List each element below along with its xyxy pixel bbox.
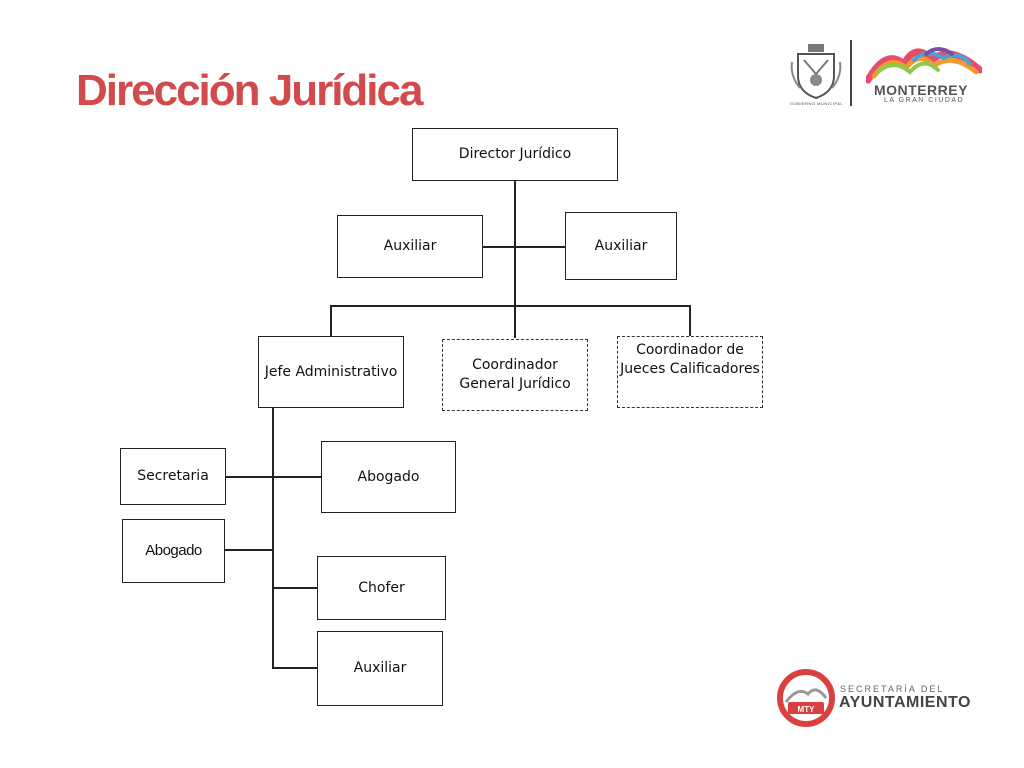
box-coordinador-jueces-calificadores: Coordinador de Jueces Calificadores	[617, 336, 763, 408]
connector-auxiliar-bottom	[272, 667, 318, 669]
coat-of-arms-icon	[790, 44, 842, 100]
page-title: Dirección Jurídica	[76, 66, 423, 115]
box-chofer: Chofer	[317, 556, 446, 620]
footer-logo-line1: SECRETARÍA DEL	[840, 684, 945, 694]
connector-jefe-trunk	[272, 407, 274, 668]
footer-logo-line2: AYUNTAMIENTO	[839, 694, 971, 711]
connector-jueces-drop	[689, 305, 691, 337]
connector-aux-left	[482, 246, 515, 248]
connector-abogado-right	[272, 476, 322, 478]
box-director-juridico: Director Jurídico	[412, 128, 618, 181]
box-abogado-right: Abogado	[321, 441, 456, 513]
connector-secretaria	[225, 476, 273, 478]
connector-director-trunk	[514, 180, 516, 338]
monterrey-mountains-icon	[866, 47, 982, 84]
box-secretaria: Secretaria	[120, 448, 226, 505]
box-jefe-administrativo: Jefe Administrativo	[258, 336, 404, 408]
city-tagline: LA GRAN CIUDAD	[884, 97, 965, 104]
box-coordinador-general-juridico: Coordinador General Jurídico	[442, 339, 588, 411]
mty-badge-text: MTY	[798, 705, 816, 714]
box-abogado-left: Abogado	[122, 519, 225, 583]
connector-abogado-left	[225, 549, 273, 551]
connector-level2-bar	[330, 305, 690, 307]
mty-badge-icon: MTY	[777, 669, 835, 727]
box-auxiliar-bottom: Auxiliar	[317, 631, 443, 706]
box-auxiliar-right: Auxiliar	[565, 212, 677, 280]
connector-aux-right	[515, 246, 566, 248]
municipal-label: GOBIERNO MUNICIPAL	[790, 101, 844, 106]
logo-divider	[850, 40, 852, 106]
city-name: MONTERREY	[874, 82, 968, 98]
connector-chofer	[272, 587, 318, 589]
connector-jefe-drop	[330, 305, 332, 337]
box-auxiliar-left: Auxiliar	[337, 215, 483, 278]
